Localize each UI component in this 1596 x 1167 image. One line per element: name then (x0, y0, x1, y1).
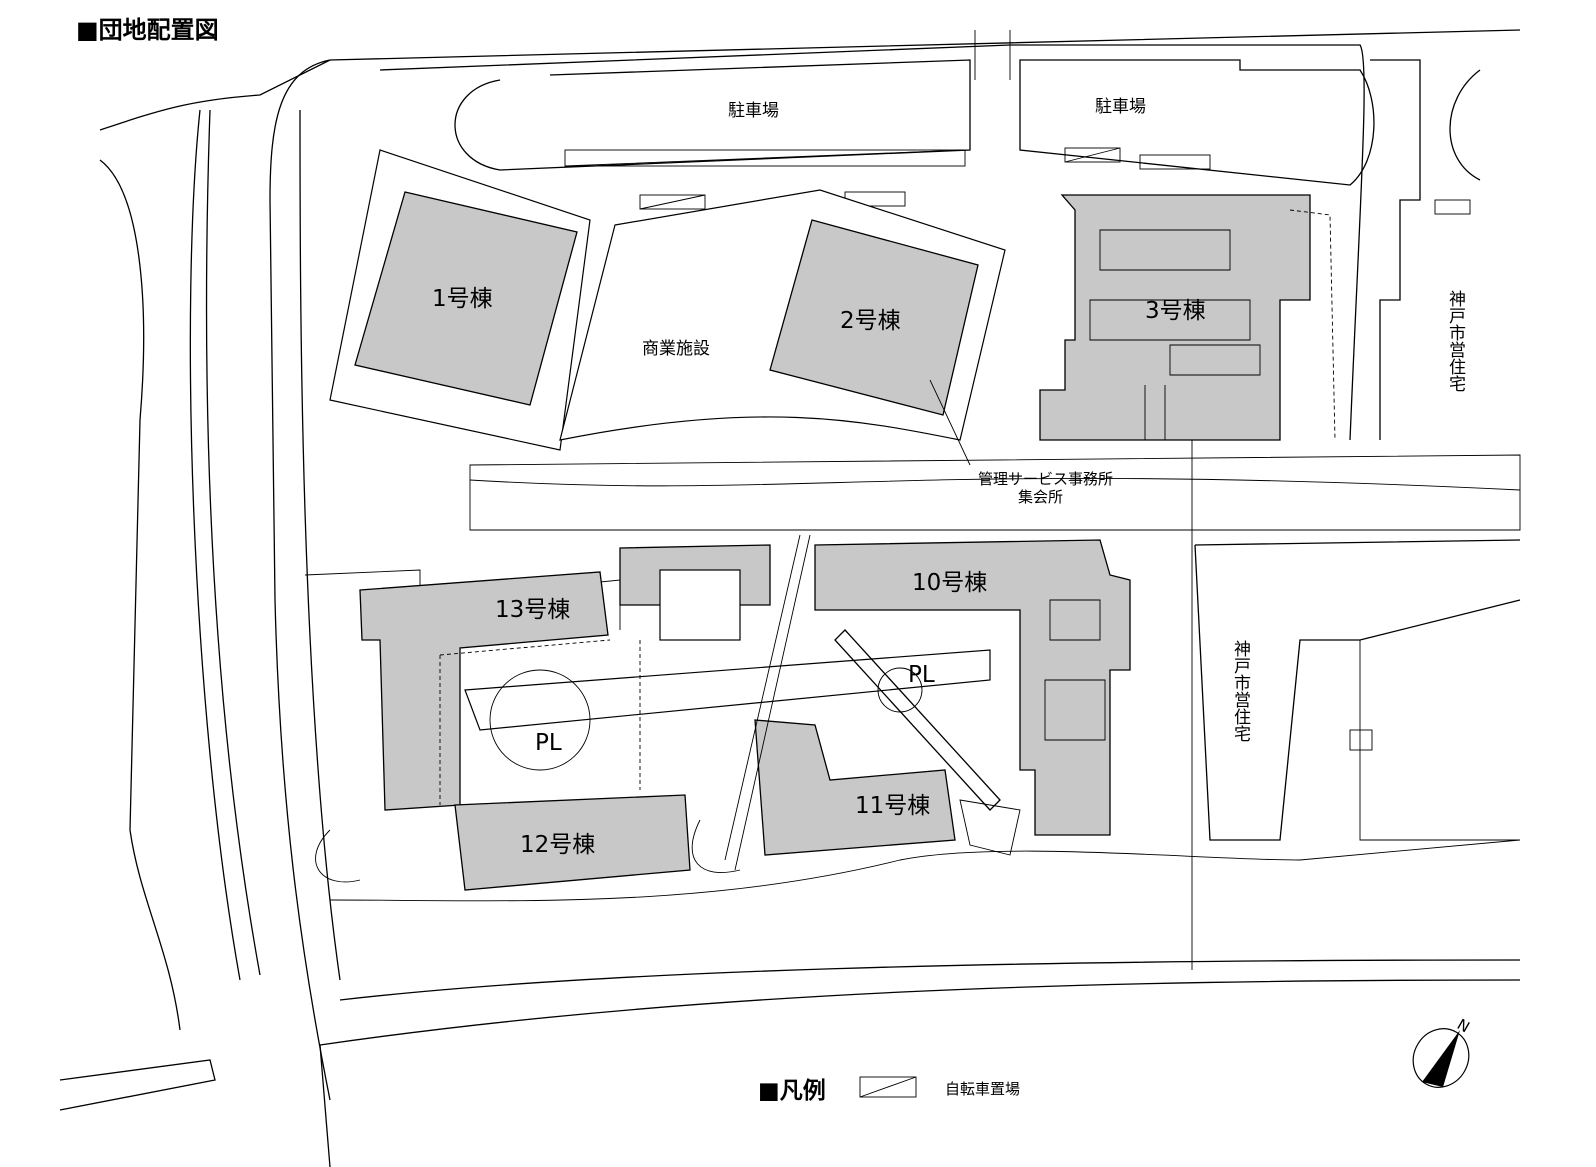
label-building-13: 13号棟 (495, 597, 570, 623)
label-playground-1: PL (535, 730, 562, 756)
north-block (329, 149, 1336, 466)
label-municipal-housing-1: 神戸市営住宅 (1445, 290, 1466, 392)
building-11-shape (754, 719, 956, 856)
label-meeting-hall: 集会所 (1018, 488, 1063, 506)
building-2-shape (769, 219, 979, 416)
label-management-office: 管理サービス事務所 (978, 470, 1113, 488)
label-building-1: 1号棟 (432, 286, 493, 312)
map-title: ■団地配置図 (76, 16, 219, 44)
label-parking-right: 駐車場 (1095, 97, 1146, 117)
north-arrow-icon: N (1412, 1015, 1473, 1088)
legend: ■凡例 自転車置場 (758, 1076, 1020, 1104)
legend-bicycle-parking: 自転車置場 (945, 1080, 1020, 1098)
label-building-12: 12号棟 (520, 832, 595, 858)
legend-heading: ■凡例 (758, 1078, 826, 1104)
building-1-shape (354, 191, 578, 406)
bicycle-parking-swatch (859, 1076, 917, 1098)
building-12-shape (454, 794, 691, 891)
building-10-shape (814, 539, 1131, 836)
label-parking-left: 駐車場 (728, 101, 779, 121)
south-block (304, 534, 1131, 891)
label-building-2: 2号棟 (840, 308, 901, 334)
label-building-10: 10号棟 (912, 570, 987, 596)
building-3-shape (1039, 194, 1311, 441)
label-building-3: 3号棟 (1145, 298, 1206, 324)
parking-areas (454, 59, 1481, 215)
municipal-housing-areas (1194, 59, 1521, 841)
label-building-11: 11号棟 (855, 793, 930, 819)
label-playground-2: PL (908, 662, 935, 688)
roads (59, 29, 1521, 1167)
label-commercial: 商業施設 (642, 339, 710, 359)
label-municipal-housing-2: 神戸市営住宅 (1230, 640, 1251, 742)
